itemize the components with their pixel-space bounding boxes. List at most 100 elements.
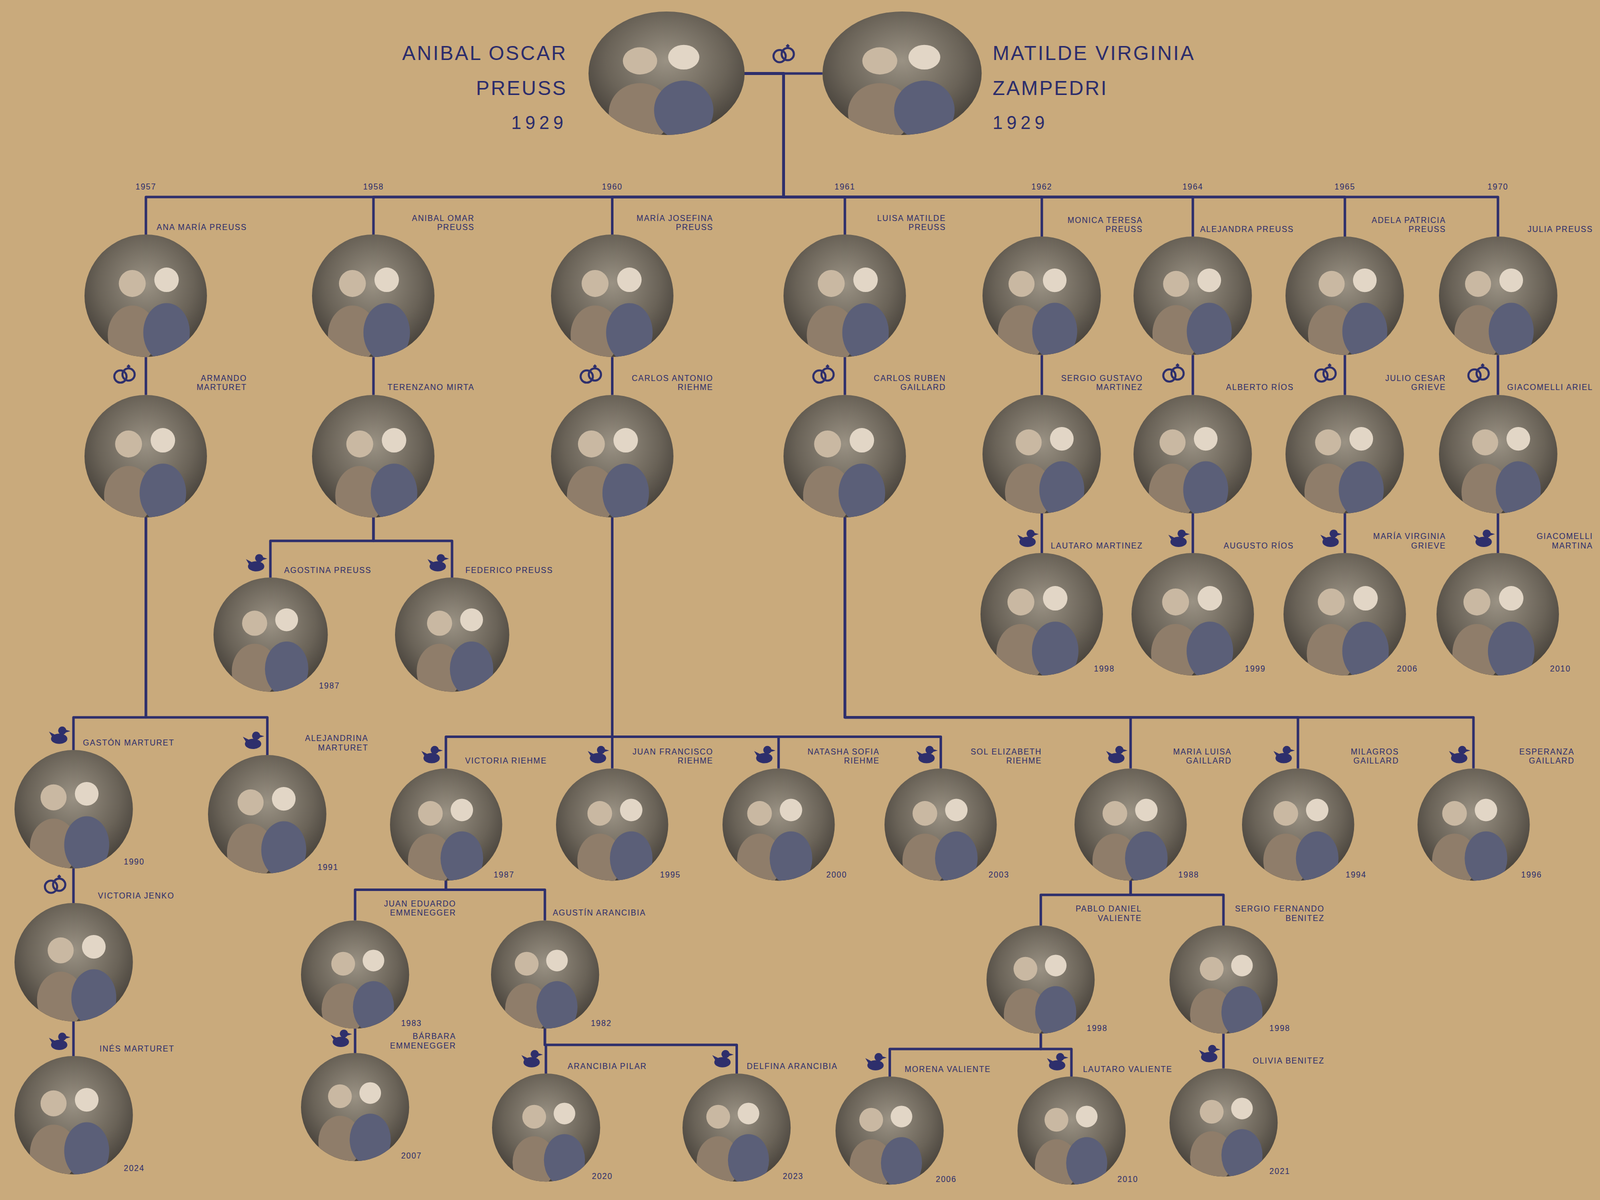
photo-figures <box>505 949 578 1035</box>
person-node: SERGIO GUSTAVO MARTINEZ <box>982 395 1101 514</box>
person-name: ANIBAL OSCAR PREUSS <box>367 35 568 106</box>
birth-year: 1998 <box>1094 664 1115 674</box>
family-line <box>373 517 452 578</box>
photo-figures <box>848 45 955 143</box>
photo-figures <box>1005 427 1085 521</box>
figure-body <box>728 1134 769 1186</box>
person-node: PABLO DANIEL VALIENTE1998 <box>986 925 1095 1034</box>
photo-circle <box>14 903 133 1022</box>
figure-head <box>1353 268 1377 292</box>
birth-year: 1929 <box>367 105 568 141</box>
figure-body <box>1342 303 1388 360</box>
person-node: INÉS MARTURET2024 <box>14 1056 133 1175</box>
person-name: JULIA PREUSS <box>1505 225 1593 234</box>
person-node: JULIA PREUSS1970 <box>1439 236 1558 355</box>
birth-year: 1965 <box>1334 182 1356 192</box>
figure-head <box>1499 586 1524 611</box>
family-line <box>1496 355 1499 395</box>
child-icon <box>1320 529 1342 547</box>
figure-head <box>620 798 643 821</box>
photo-figures <box>577 798 653 887</box>
person-node: MARÍA JOSEFINA PREUSS1960 <box>551 234 674 357</box>
person-name: ESPERANZA GAILLARD <box>1480 747 1575 766</box>
figure-head <box>862 47 897 75</box>
photo-figures <box>512 1102 585 1188</box>
child-icon <box>1168 529 1190 547</box>
figure-head <box>818 270 845 297</box>
photo-circle <box>551 395 674 518</box>
person-name: LUISA MATILDE PREUSS <box>852 214 946 233</box>
figure-head <box>1499 268 1523 292</box>
figure-head <box>546 949 568 971</box>
photo-circle <box>1133 236 1252 355</box>
person-name: VICTORIA RIEHME <box>453 756 547 766</box>
figure-head <box>82 935 106 959</box>
birth-year: 1991 <box>317 863 339 872</box>
birth-year: 1994 <box>1345 870 1367 880</box>
photo-circle <box>1131 553 1254 676</box>
person-node: MILAGROS GAILLARD1994 <box>1242 768 1354 881</box>
photo-circle <box>312 234 435 357</box>
figure-head <box>1199 1099 1224 1124</box>
photo-figures <box>608 45 713 143</box>
figure-head <box>581 270 609 297</box>
person-node: VICTORIA JENKO <box>14 903 133 1022</box>
photo-figures <box>335 428 418 525</box>
photo-circle <box>1439 236 1558 355</box>
figure-head <box>1306 798 1329 821</box>
figure-head <box>328 1084 352 1109</box>
person-name: CARLOS ANTONIO RIEHME <box>619 374 714 393</box>
person-name: GASTÓN MARTURET <box>80 738 175 748</box>
figure-head <box>1318 588 1345 616</box>
photo-circle <box>982 395 1101 514</box>
family-line <box>1040 355 1043 395</box>
figure-body <box>1488 621 1535 681</box>
birth-year: 2007 <box>401 1151 422 1161</box>
person-name: ARANCIBIA PILAR <box>553 1062 647 1071</box>
person-node: ALEJANDRA PREUSS1964 <box>1133 236 1252 355</box>
photo-circle <box>1242 768 1354 881</box>
photo-figures <box>1452 586 1535 683</box>
photo-circle <box>1074 768 1187 881</box>
photo-figures <box>1190 954 1263 1040</box>
person-name: ANIBAL OMAR PREUSS <box>380 214 475 233</box>
photo-figures <box>328 267 410 364</box>
birth-year: 1987 <box>319 681 340 691</box>
person-node: MORENA VALIENTE2006 <box>835 1076 944 1185</box>
figure-body <box>371 463 418 523</box>
person-node: CARLOS ANTONIO RIEHME <box>551 395 674 518</box>
photo-circle <box>1133 395 1252 514</box>
figure-head <box>40 1090 67 1117</box>
photo-circle <box>1283 553 1406 676</box>
family-line <box>144 357 147 395</box>
family-line <box>372 357 375 395</box>
photo-figures <box>737 798 812 887</box>
birth-year: 1970 <box>1487 182 1509 192</box>
figure-body <box>140 463 187 523</box>
photo-circle <box>395 577 510 692</box>
family-line <box>270 517 374 578</box>
person-name: CARLOS RUBEN GAILLARD <box>852 374 946 393</box>
figure-head <box>1506 427 1530 451</box>
photo-figures <box>1004 954 1077 1040</box>
figure-head <box>47 937 74 964</box>
figure-head <box>908 45 941 70</box>
person-node: SOL ELIZABETH RIEHME2003 <box>884 768 997 881</box>
photo-circle <box>301 920 409 1029</box>
figure-body <box>440 831 483 885</box>
figure-head <box>1474 798 1497 821</box>
person-name: MARÍA JOSEFINA PREUSS <box>619 214 714 233</box>
photo-circle <box>822 11 982 135</box>
person-node: MARÍA VIRGINIA GRIEVE2006 <box>1283 553 1406 676</box>
birth-year: 1960 <box>602 182 623 192</box>
figure-body <box>64 1122 109 1180</box>
figure-head <box>617 267 642 292</box>
figure-head <box>779 798 802 821</box>
figure-head <box>427 610 452 636</box>
family-line <box>354 1028 357 1053</box>
figure-head <box>1159 429 1186 455</box>
person-name: DELFINA ARANCIBIA <box>744 1062 838 1071</box>
birth-year: 2006 <box>1397 664 1418 674</box>
figure-head <box>1050 427 1074 451</box>
figure-head <box>891 1105 913 1127</box>
